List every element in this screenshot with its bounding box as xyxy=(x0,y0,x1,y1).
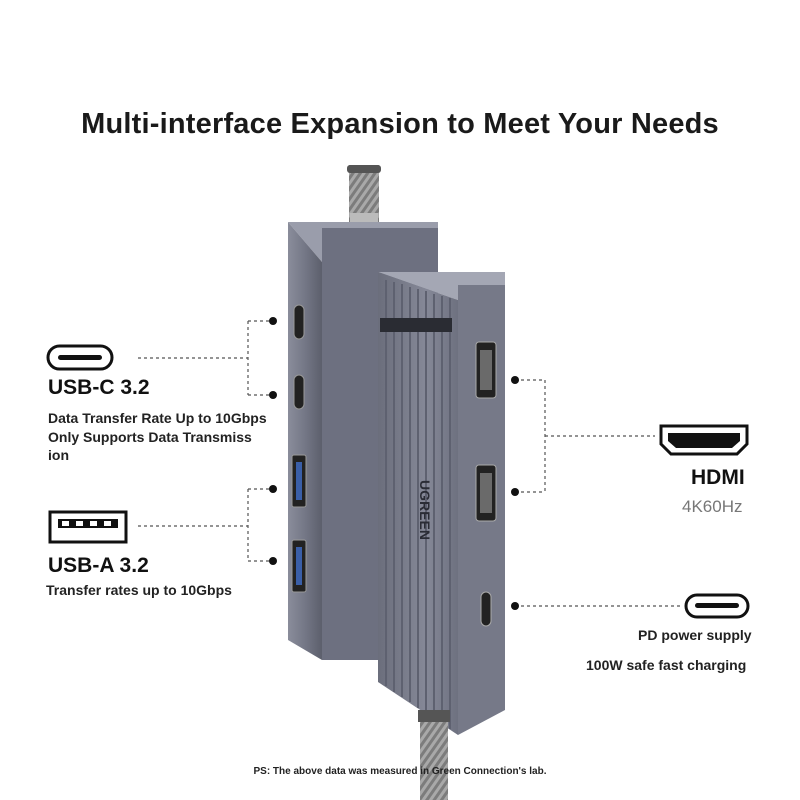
usb-c-line1: Data Transfer Rate Up to 10Gbps xyxy=(48,410,267,426)
device-brand: UGREEN xyxy=(417,480,433,540)
hdmi-heading: HDMI xyxy=(691,466,745,489)
front-hub-body: UGREEN xyxy=(378,272,505,735)
usb-c-port-icon xyxy=(46,344,114,371)
hdmi-port-icon xyxy=(659,424,749,456)
callout-lines-left xyxy=(138,320,273,562)
pd-line2: 100W safe fast charging xyxy=(586,657,747,673)
usb-c-line2: Only Supports Data Transmiss xyxy=(48,429,252,445)
footnote: PS: The above data was measured in Green… xyxy=(253,766,547,777)
callout-dots-left xyxy=(269,317,277,565)
pd-line1: PD power supply xyxy=(638,627,752,643)
hdmi-port-1 xyxy=(475,341,497,399)
usb-c-port-1 xyxy=(293,304,305,340)
page-title: Multi-interface Expansion to Meet Your N… xyxy=(81,108,719,140)
pd-usb-c-port xyxy=(480,591,492,627)
pd-usb-c-icon xyxy=(684,593,750,619)
hdmi-port-2 xyxy=(475,464,497,522)
usb-a-heading: USB-A 3.2 xyxy=(48,554,149,577)
usb-c-line3: ion xyxy=(48,447,69,463)
usb-a-line1: Transfer rates up to 10Gbps xyxy=(46,582,232,598)
cooling-fins xyxy=(385,280,451,729)
usb-c-heading: USB-C 3.2 xyxy=(48,376,150,399)
callout-lines-right xyxy=(515,379,683,607)
usb-c-port-2 xyxy=(293,374,305,410)
hdmi-sub: 4K60Hz xyxy=(682,497,743,516)
bottom-cable xyxy=(420,712,448,800)
callout-dots-right xyxy=(511,376,519,610)
usb-a-port-icon xyxy=(48,510,128,544)
